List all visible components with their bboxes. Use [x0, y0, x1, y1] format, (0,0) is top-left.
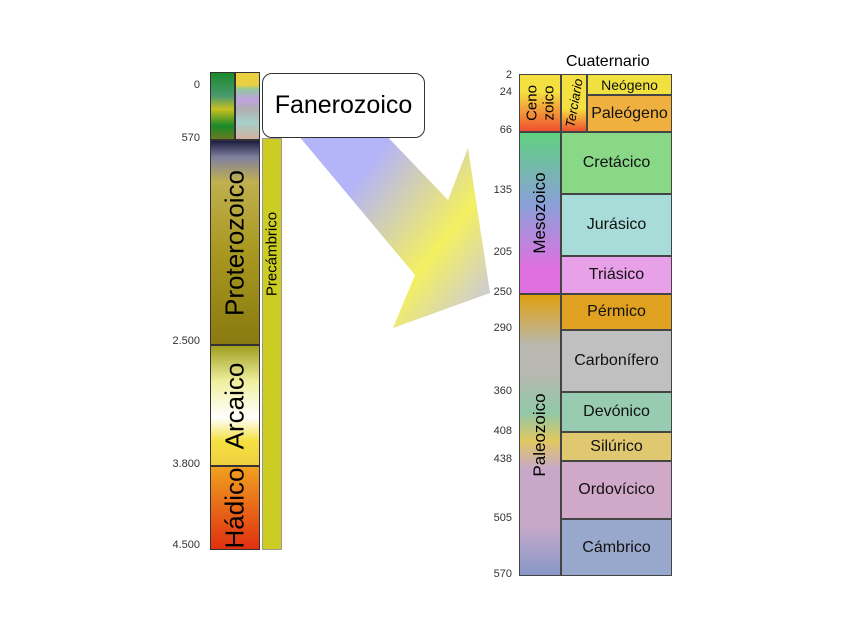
- tick-505: 505: [493, 512, 512, 524]
- tick-360: 360: [493, 385, 512, 397]
- period-silurico: Silúrico: [561, 432, 672, 461]
- period-jurasico: Jurásico: [561, 194, 672, 256]
- triasico-label: Triásico: [588, 266, 645, 283]
- era-paleozoico: Paleozoico: [519, 294, 561, 576]
- tick-570-right: 570: [493, 568, 512, 580]
- era-mesozoico: Mesozoico: [519, 132, 561, 294]
- period-devonico: Devónico: [561, 392, 672, 432]
- permico-label: Pérmico: [587, 303, 646, 320]
- mesozoico-label: Mesozoico: [530, 172, 549, 254]
- period-cretacico: Cretácico: [561, 132, 672, 194]
- paleozoico-label: Paleozoico: [530, 393, 549, 477]
- period-triasico: Triásico: [561, 256, 672, 294]
- period-ordovicico: Ordovícico: [561, 461, 672, 519]
- tick-290: 290: [493, 322, 512, 334]
- proterozoico-bar: Arcaico Proterozoico: [210, 140, 260, 345]
- period-cambrico: Cámbrico: [561, 519, 672, 576]
- ordovicico-label: Ordovícico: [578, 481, 655, 498]
- tick-3800: 3.800: [172, 458, 200, 470]
- era-cenozoico: Ceno zoico: [519, 74, 561, 132]
- cretacico-label: Cretácico: [582, 154, 651, 171]
- tick-438: 438: [493, 453, 512, 465]
- neogeno-label: Neógeno: [601, 76, 658, 93]
- period-permico: Pérmico: [561, 294, 672, 330]
- tick-2500: 2.500: [172, 335, 200, 347]
- tick-408: 408: [493, 425, 512, 437]
- period-neogeno: Neógeno: [587, 74, 672, 95]
- fanerozoico-callout: Fanerozoico: [262, 73, 425, 138]
- tick-135: 135: [493, 184, 512, 196]
- fanerozoico-bar-left: [210, 72, 235, 140]
- cenozoico-label-1: Ceno: [523, 85, 541, 121]
- tick-250: 250: [493, 286, 512, 298]
- devonico-label: Devónico: [583, 403, 650, 420]
- terciario-label: Terciario: [562, 77, 586, 129]
- paleogeno-label: Paleógeno: [591, 104, 668, 122]
- period-paleogeno: Paleógeno: [587, 95, 672, 132]
- cambrico-label: Cámbrico: [582, 538, 651, 556]
- arrow-shape: [298, 85, 490, 328]
- arcaico-bar: Arcaico: [210, 345, 260, 466]
- precambrico-bar: Precámbrico: [262, 138, 282, 550]
- silurico-label: Silúrico: [590, 437, 643, 455]
- fanerozoico-callout-label: Fanerozoico: [274, 91, 413, 119]
- hadico-bar: Hádico: [210, 466, 260, 550]
- carbonifero-label: Carbonífero: [574, 352, 659, 369]
- fanerozoico-bar-right: [235, 72, 260, 140]
- period-carbonifero: Carbonífero: [561, 330, 672, 392]
- subperiod-terciario: Terciario: [561, 74, 587, 132]
- cenozoico-label-2: zoico: [540, 85, 558, 121]
- tick-570: 570: [181, 132, 200, 144]
- tick-66: 66: [499, 124, 512, 136]
- cuaternario-label: Cuaternario: [566, 53, 650, 70]
- tick-0: 0: [193, 79, 200, 91]
- jurasico-label: Jurásico: [586, 216, 647, 233]
- tick-205: 205: [493, 246, 512, 258]
- tick-2: 2: [505, 69, 512, 81]
- tick-24: 24: [499, 86, 512, 98]
- tick-4500: 4.500: [172, 539, 200, 551]
